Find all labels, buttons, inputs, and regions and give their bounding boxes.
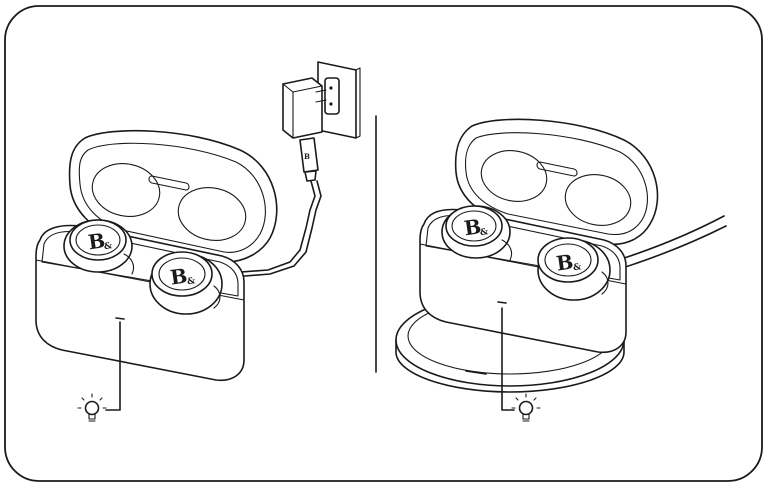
wall-socket (317, 61, 361, 139)
charging-case-lid-wireless (454, 118, 659, 246)
svg-text:B: B (463, 214, 483, 240)
panel-wireless-charging: B & B & (395, 118, 727, 422)
earbud-left-wireless: B & (441, 205, 513, 261)
svg-text:B: B (87, 228, 107, 254)
lightbulb-icon (77, 393, 107, 422)
svg-text:B: B (169, 263, 189, 289)
svg-text:B: B (304, 152, 310, 161)
svg-text:&: & (573, 262, 582, 273)
earbud-right-wireless: B & (537, 237, 611, 301)
indicator-leader-line-wireless (501, 307, 515, 411)
svg-text:&: & (187, 276, 196, 287)
panel-wired-charging: B B & (35, 61, 361, 422)
svg-text:B: B (555, 249, 575, 275)
usb-cable: B (227, 137, 322, 278)
svg-text:&: & (103, 241, 112, 252)
case-indicator-led-wireless (497, 301, 507, 304)
wall-adapter (282, 77, 327, 139)
svg-text:&: & (479, 227, 488, 238)
earbud-right: B & (149, 251, 223, 315)
case-indicator-led (115, 317, 125, 320)
lightbulb-icon-wireless (511, 393, 541, 422)
indicator-leader-line (105, 321, 121, 411)
earbud-left: B & (63, 219, 135, 275)
